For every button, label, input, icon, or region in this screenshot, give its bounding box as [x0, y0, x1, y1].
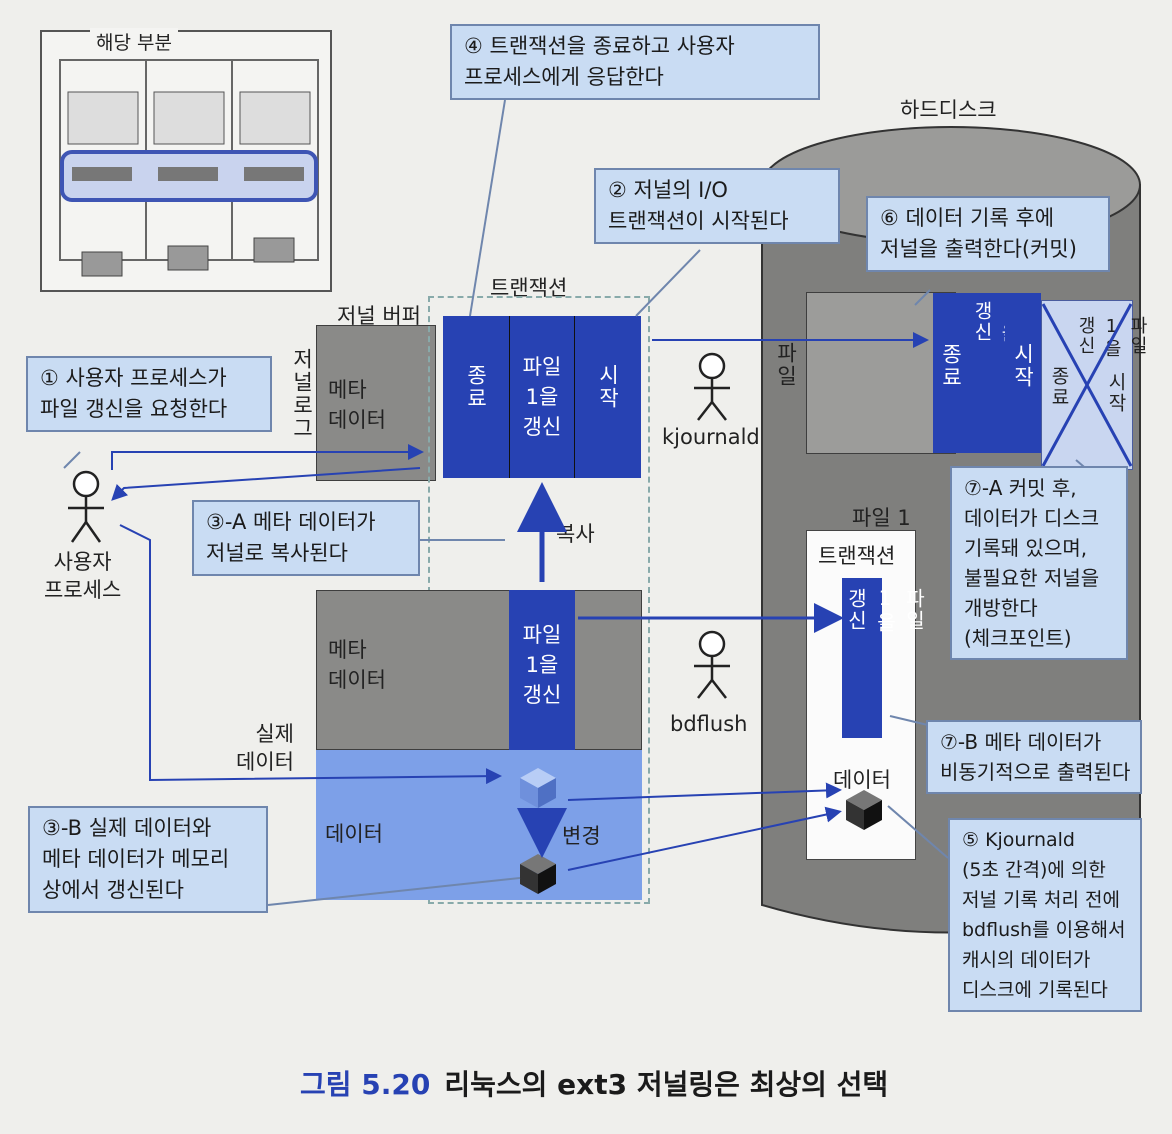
kjournald-label: kjournald — [662, 425, 760, 449]
figure-number: 그림 5.20 — [300, 1068, 430, 1101]
user-process-icon — [68, 472, 104, 542]
callout-2: ② 저널의 I/O 트랜잭션이 시작된다 — [594, 168, 840, 244]
bdflush-label: bdflush — [670, 712, 747, 736]
callout-5: ⑤ Kjournald (5초 간격)에 의한 저널 기록 처리 전에 bdfl… — [948, 818, 1142, 1012]
kjournald-icon — [694, 354, 730, 420]
callout-7a: ⑦-A 커밋 후, 데이터가 디스크 기록돼 있으며, 불필요한 저널을 개방한… — [950, 466, 1128, 660]
callout-3b: ③-B 실제 데이터와 메타 데이터가 메모리 상에서 갱신된다 — [28, 806, 268, 913]
user-process-label: 사용자 프로세스 — [44, 548, 121, 604]
figure-title: 리눅스의 ext3 저널링은 최상의 선택 — [444, 1068, 888, 1101]
callout-7b: ⑦-B 메타 데이터가 비동기적으로 출력된다 — [926, 720, 1142, 794]
callout-1: ① 사용자 프로세스가 파일 갱신을 요청한다 — [26, 356, 272, 432]
callout-6: ⑥ 데이터 기록 후에 저널을 출력한다(커밋) — [866, 196, 1110, 272]
bdflush-icon — [694, 632, 730, 698]
callout-3a: ③-A 메타 데이터가 저널로 복사된다 — [192, 500, 420, 576]
callout-4: ④ 트랜잭션을 종료하고 사용자 프로세스에게 응답한다 — [450, 24, 820, 100]
figure-caption: 그림 5.20 리눅스의 ext3 저널링은 최상의 선택 — [300, 1063, 888, 1103]
